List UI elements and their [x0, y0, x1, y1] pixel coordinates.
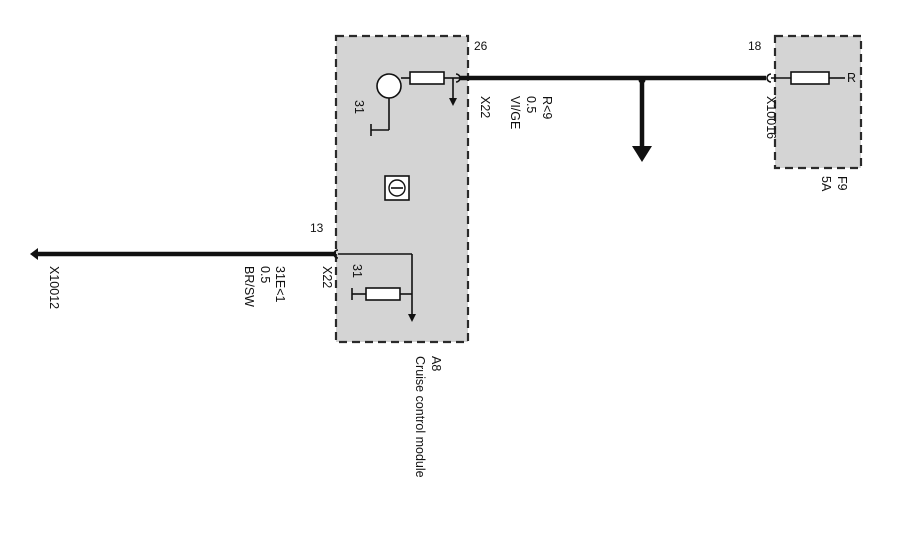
transistor-icon — [376, 73, 402, 99]
resistor-26 — [409, 71, 445, 85]
transistor-ground-label: 31 — [352, 100, 366, 114]
fuse-icon — [790, 71, 830, 85]
upper-color-label: VI/GE — [508, 96, 522, 129]
lower-ground-label: 31 — [350, 264, 364, 278]
arrow-down-icon — [449, 98, 457, 106]
upper-cross-section-label: 0.5 — [524, 96, 538, 113]
x10012-terminal-icon — [30, 248, 38, 260]
x10012-label: X10012 — [47, 266, 61, 309]
branch-arrow-icon — [632, 146, 652, 162]
pin-18-hook — [766, 73, 772, 83]
module-name-label: Cruise control module — [413, 356, 427, 478]
fuse-terminal-label: R — [847, 71, 856, 85]
upper-connector-label: X22 — [478, 96, 492, 118]
fuse-connector-label: X10016 — [764, 96, 778, 139]
upper-signal-label: R<9 — [540, 96, 554, 119]
fuse-box — [773, 34, 863, 170]
arrow-down-icon-lower — [408, 314, 416, 322]
pin-18-label: 18 — [748, 39, 762, 53]
resistor-13 — [365, 287, 401, 301]
fuse-rating-label: 5A — [819, 176, 833, 192]
pin-13-hook — [333, 249, 339, 259]
lower-cross-section-label: 0.5 — [258, 266, 272, 283]
lower-signal-label: 31E<1 — [273, 266, 287, 303]
fuse-id-label: F9 — [835, 176, 849, 191]
lower-color-label: BR/SW — [242, 266, 256, 307]
pin-26-label: 26 — [474, 39, 488, 53]
module-id-label: A8 — [429, 356, 443, 371]
pin-13-label: 13 — [310, 221, 324, 235]
lower-connector-label: X22 — [320, 266, 334, 288]
